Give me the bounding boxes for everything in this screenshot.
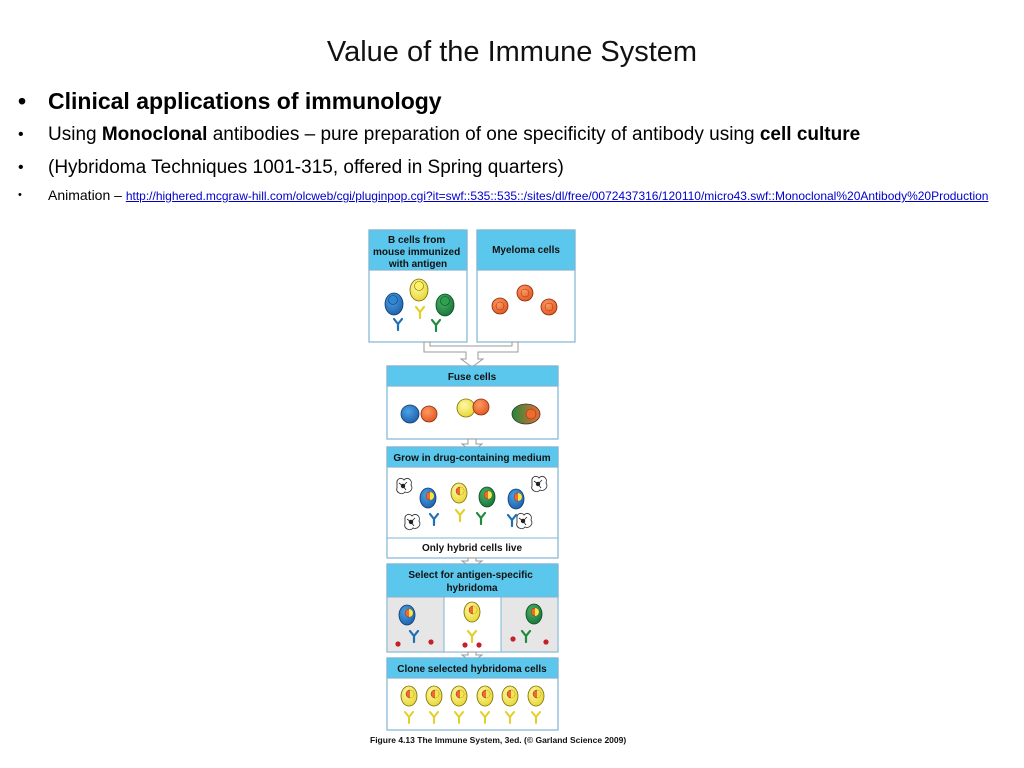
bullet-text: (Hybridoma Techniques 1001-315, offered … [48,157,564,178]
b-cells-label: B cells from mouse immunized with antige… [373,235,463,270]
fuse-cells-label: Fuse cells [448,372,497,383]
b-cell-blue [384,292,404,332]
select-hybridoma-panel: Select for antigen-specific hybridoma [386,563,559,653]
grow-medium-label: Grow in drug-containing medium [393,453,550,464]
dead-cell [516,512,533,530]
b-cells-panel: B cells from mouse immunized with antige… [368,229,468,343]
select-well-green [510,603,549,645]
only-hybrid-label: Only hybrid cells live [422,543,522,554]
animation-link[interactable]: http://highered.mcgraw-hill.com/olcweb/c… [125,189,989,203]
figure-caption: Figure 4.13 The Immune System, 3ed. (© G… [370,735,626,745]
bullet-text-pre: Using [48,124,102,145]
myeloma-panel: Myeloma cells [476,229,576,343]
myeloma-label: Myeloma cells [492,245,560,256]
b-cell-yellow [409,278,429,320]
select-well-blue [395,604,434,647]
dead-cell [404,513,421,531]
b-cell-green [430,293,455,333]
fuse-cells-panel: Fuse cells [386,365,559,440]
clone-hybridoma-panel: Clone selected hybridoma cells [386,657,559,731]
bullet-text-pre: Animation – [48,187,126,203]
bullet-animation: • Animation – http://highered.mcgraw-hil… [18,186,1008,205]
bullet-text-bold-monoclonal: Monoclonal [101,124,208,145]
grow-medium-panel: Grow in drug-containing medium Only hybr… [386,446,559,559]
bullet-hybridoma-techniques: • (Hybridoma Techniques 1001-315, offere… [18,151,1008,184]
bullet-clinical-applications: • Clinical applications of immunology [18,84,1008,118]
bullet-text-mid: antibodies – pure preparation of one spe… [207,124,760,145]
dead-cell [531,475,548,493]
cloned-cells [400,685,545,724]
hybrid-cell-yellow [450,482,468,504]
select-well-yellow [462,601,482,648]
select-hybridoma-label: Select for antigen-specific hybridoma [408,570,535,594]
bullet-list: • Clinical applications of immunology • … [18,84,1008,205]
fused-cell-green [511,403,541,425]
dead-cell [396,477,413,495]
fused-cell-blue [400,404,438,424]
myeloma-cells [491,284,558,316]
bullet-text: Clinical applications of immunology [48,88,442,114]
bullet-dot: • [18,88,27,114]
slide-title: Value of the Immune System [326,36,698,68]
bullet-dot: • [18,189,22,201]
hybrid-cell-green [478,486,496,508]
bullet-dot: • [18,126,24,143]
bullet-monoclonal: • Using Monoclonal antibodies – pure pre… [18,118,1008,151]
hybrid-cell-blue [507,488,525,510]
bullet-dot: • [18,159,24,176]
bullet-text-bold-cell-culture: cell culture [759,124,861,145]
merge-arrow [423,341,519,368]
fused-cell-yellow [456,398,490,418]
clone-hybridoma-label: Clone selected hybridoma cells [397,664,547,675]
hybrid-cell-blue [419,487,437,509]
